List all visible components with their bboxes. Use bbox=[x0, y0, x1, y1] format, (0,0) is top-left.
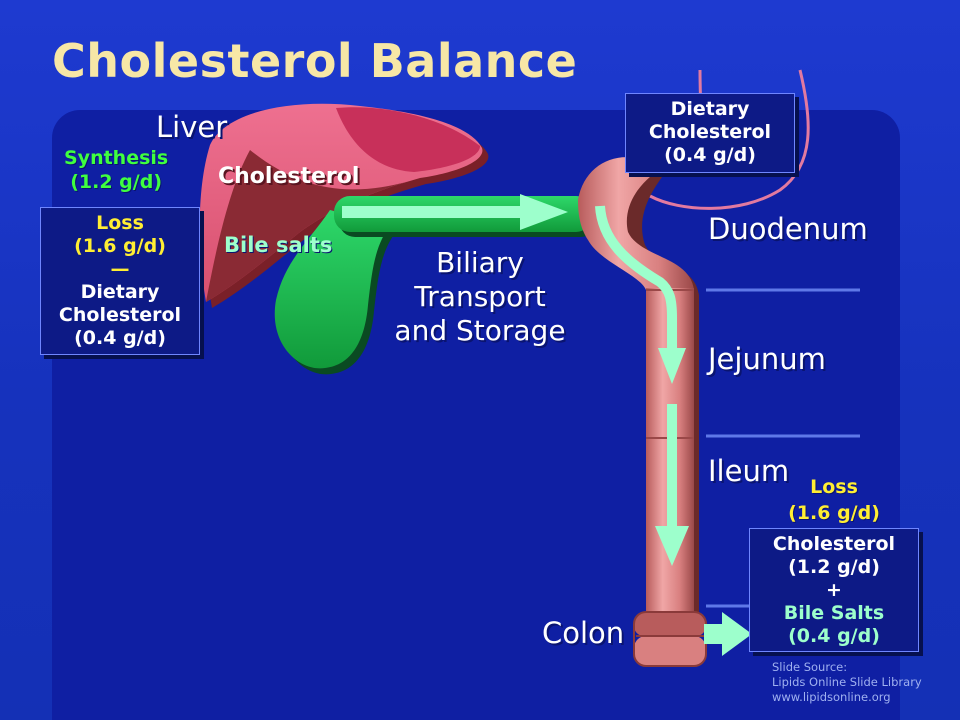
source-line2: Lipids Online Slide Library bbox=[772, 675, 922, 689]
right-box-line2: (1.2 g/d) bbox=[788, 556, 880, 578]
jejunum-label: Jejunum bbox=[708, 342, 826, 376]
intestine-icon bbox=[578, 157, 707, 667]
flow-arrow-duct bbox=[342, 194, 568, 230]
segment-dividers bbox=[706, 288, 860, 608]
duodenum-label: Duodenum bbox=[708, 212, 868, 246]
right-loss-line2: (1.6 g/d) bbox=[788, 502, 880, 524]
flow-arrow-intestine bbox=[595, 205, 689, 566]
biliary-line2: Transport bbox=[414, 280, 546, 313]
liver-label: Liver bbox=[156, 110, 228, 144]
left-box-line3: — bbox=[110, 258, 130, 280]
dietary-cholesterol-box: Dietary Cholesterol (0.4 g/d) bbox=[625, 93, 795, 173]
right-box-line1: Cholesterol bbox=[772, 533, 896, 555]
source-line1: Slide Source: bbox=[772, 660, 848, 674]
biliary-line3: and Storage bbox=[394, 314, 566, 347]
dietary-box-line2: Cholesterol bbox=[648, 121, 772, 143]
dietary-box-line1: Dietary bbox=[670, 98, 750, 120]
biliary-transport-label: Biliary Transport and Storage bbox=[380, 246, 580, 348]
left-box-line2: (1.6 g/d) bbox=[74, 235, 166, 257]
excretion-box: Cholesterol (1.2 g/d) + Bile Salts (0.4 … bbox=[749, 528, 919, 652]
ileum-label: Ileum bbox=[708, 454, 790, 488]
synthesis-label: Synthesis (1.2 g/d) bbox=[64, 146, 168, 194]
left-loss-box: Loss (1.6 g/d) — Dietary Cholesterol (0.… bbox=[40, 207, 200, 355]
cholesterol-label: Cholesterol bbox=[218, 164, 360, 189]
left-box-line5: Cholesterol bbox=[58, 304, 182, 326]
left-box-line4: Dietary bbox=[80, 281, 160, 303]
left-box-line1: Loss bbox=[96, 212, 144, 234]
synthesis-line1: Synthesis bbox=[64, 147, 169, 169]
slide-source: Slide Source: Lipids Online Slide Librar… bbox=[772, 660, 922, 705]
right-box-line3: + bbox=[826, 579, 842, 601]
right-box-line5: (0.4 g/d) bbox=[788, 625, 880, 647]
synthesis-line2: (1.2 g/d) bbox=[70, 171, 162, 193]
flow-arrow-excretion bbox=[704, 612, 752, 656]
dietary-box-line3: (0.4 g/d) bbox=[664, 144, 756, 166]
slide-title: Cholesterol Balance bbox=[52, 34, 578, 88]
bile-salts-label: Bile salts bbox=[224, 233, 333, 257]
right-loss-label: Loss (1.6 g/d) bbox=[778, 474, 890, 526]
right-loss-line1: Loss bbox=[810, 476, 858, 498]
right-box-line4: Bile Salts bbox=[783, 602, 885, 624]
source-line3: www.lipidsonline.org bbox=[772, 690, 891, 704]
left-box-line6: (0.4 g/d) bbox=[74, 327, 166, 349]
colon-label: Colon bbox=[542, 616, 625, 650]
biliary-line1: Biliary bbox=[436, 246, 524, 279]
